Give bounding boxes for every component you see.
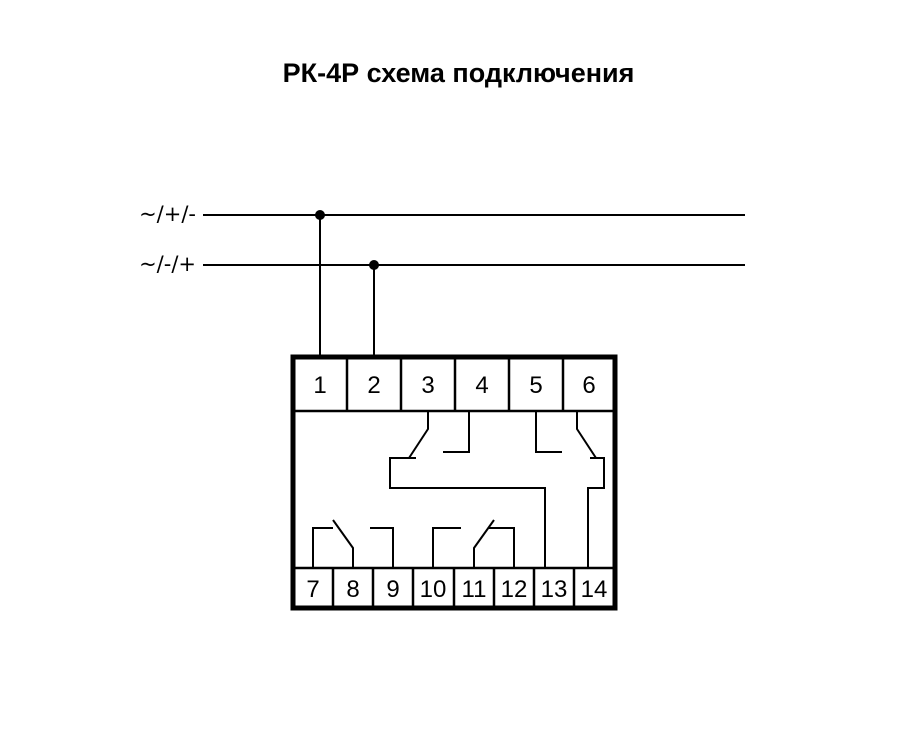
contact-common-14 xyxy=(587,457,605,568)
relay-contact-8 xyxy=(332,519,354,568)
terminal-label: 5 xyxy=(529,372,542,399)
terminal-label: 11 xyxy=(462,576,487,603)
terminal-label: 8 xyxy=(346,576,359,603)
terminal-row-top xyxy=(293,357,615,413)
terminal-label: 7 xyxy=(306,576,319,603)
relay-contact-3 xyxy=(408,411,429,459)
relay-contact-9 xyxy=(370,527,394,568)
terminal-label: 13 xyxy=(541,576,568,603)
relay-contact-11 xyxy=(473,519,495,568)
terminal-label: 9 xyxy=(386,576,399,603)
supply-line-label: ~/+/- xyxy=(139,202,196,226)
supply-line-label: ~/-/+ xyxy=(139,252,196,276)
junction-dot xyxy=(369,260,379,270)
terminal-label: 4 xyxy=(475,372,488,399)
junction-dot xyxy=(315,210,325,220)
diagram-title: РК-4Р схема подключения xyxy=(282,58,635,88)
terminal-row-bottom xyxy=(293,566,615,608)
relay-contact-5 xyxy=(535,411,562,453)
terminal-label: 12 xyxy=(501,576,528,603)
terminal-label: 1 xyxy=(313,372,326,399)
relay-contact-7 xyxy=(312,527,333,568)
relay-contact-10 xyxy=(432,527,461,568)
relay-contact-12 xyxy=(489,527,515,568)
relay-contact-4 xyxy=(443,411,470,453)
terminal-label: 6 xyxy=(582,372,595,399)
contact-common-13 xyxy=(389,457,546,568)
terminal-label: 10 xyxy=(420,576,447,603)
relay-contact-6 xyxy=(576,411,597,459)
terminal-label: 2 xyxy=(367,372,380,399)
terminal-label: 14 xyxy=(581,576,608,603)
terminal-label: 3 xyxy=(421,372,434,399)
